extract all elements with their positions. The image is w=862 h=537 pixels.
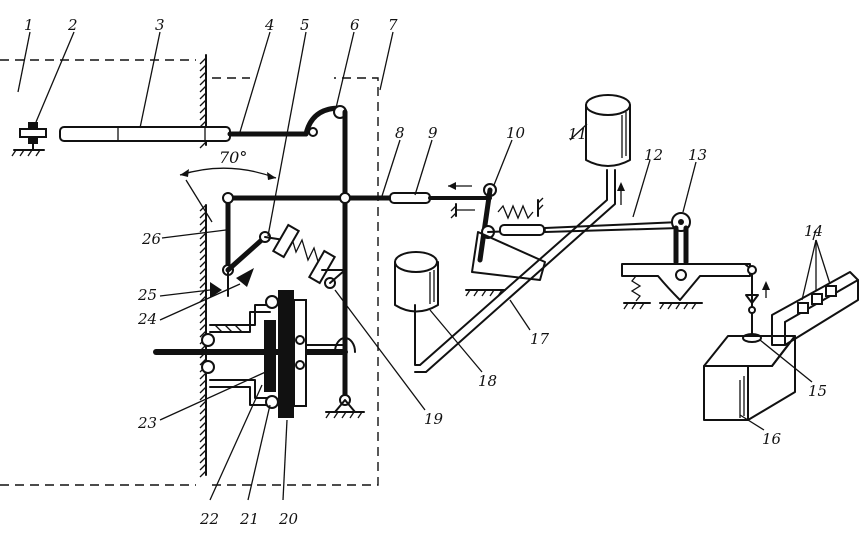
- callout-20: 20: [278, 510, 299, 528]
- wall-hatch-line: [199, 253, 207, 261]
- callout-25: 25: [137, 286, 157, 304]
- wall-hatch-line: [199, 239, 207, 247]
- wall-hatch-line: [199, 470, 207, 478]
- wall-hatch-line: [199, 323, 207, 331]
- wall-hatch-line: [199, 113, 207, 121]
- wall-hatch-line: [199, 92, 207, 100]
- wall-hatch-line: [199, 330, 207, 338]
- wall-hatch-line: [199, 246, 207, 254]
- bulkhead-wall: [199, 54, 207, 478]
- wall-hatch-line: [199, 211, 207, 219]
- wall-hatch-line: [199, 463, 207, 471]
- tank-11: [585, 94, 631, 167]
- wall-hatch-line: [199, 141, 207, 149]
- wall-hatch-line: [199, 456, 207, 464]
- callout-13: 13: [688, 146, 707, 164]
- callout-11: 11: [568, 125, 587, 143]
- wall-hatch-line: [199, 393, 207, 401]
- wall-hatch-line: [199, 316, 207, 324]
- wall-hatch-line: [199, 435, 207, 443]
- angle-indicator: 70°: [179, 148, 277, 223]
- callout-16: 16: [762, 430, 782, 448]
- callout-21: 21: [239, 510, 259, 528]
- tank-18: [394, 251, 439, 313]
- callout-3: 3: [155, 16, 165, 34]
- wall-hatch-line: [199, 267, 207, 275]
- callout-2: 2: [67, 16, 78, 34]
- wall-hatch-line: [199, 260, 207, 268]
- spring-5: [264, 223, 346, 289]
- callout-24: 24: [137, 310, 157, 328]
- valve-stem-15: [742, 273, 770, 343]
- wall-hatch-line: [199, 281, 207, 289]
- wall-hatch-line: [199, 421, 207, 429]
- wall-hatch-line: [199, 106, 207, 114]
- bell-crank-lever: [222, 192, 399, 297]
- box-14: [771, 239, 859, 346]
- box-16: [703, 335, 796, 421]
- callout-10: 10: [506, 124, 526, 142]
- callout-9: 9: [428, 124, 438, 142]
- actuator-cylinder: [59, 126, 309, 142]
- wall-hatch-line: [199, 386, 207, 394]
- wall-hatch-line: [199, 407, 207, 415]
- callout-17: 17: [530, 330, 550, 348]
- wall-hatch-line: [199, 302, 207, 310]
- pipeline-17: [414, 169, 625, 373]
- main-lever: [303, 105, 365, 419]
- wall-hatch-line: [199, 428, 207, 436]
- callout-6: 6: [350, 16, 360, 34]
- wall-hatch-line: [199, 57, 207, 65]
- wall-hatch-line: [199, 358, 207, 366]
- wall-hatch-line: [199, 309, 207, 317]
- leader-lines: [17, 31, 817, 501]
- dashed-boundaries: [0, 59, 379, 486]
- callout-8: 8: [395, 124, 405, 142]
- callout-18: 18: [478, 372, 497, 390]
- callout-15: 15: [808, 382, 827, 400]
- lever-platform: [621, 263, 757, 310]
- callout-12: 12: [644, 146, 663, 164]
- motion-arrows-left: [210, 268, 254, 298]
- angle-label: 70°: [219, 148, 247, 167]
- wall-hatch-line: [199, 78, 207, 86]
- wall-hatch-line: [199, 71, 207, 79]
- callout-labels: 1 2 3 4 5 6 7 8 9 10 11 12 13 14 15 16 1…: [24, 16, 827, 528]
- wall-hatch-line: [199, 449, 207, 457]
- wall-hatch-line: [199, 225, 207, 233]
- wall-hatch-line: [199, 379, 207, 387]
- clutch-assembly: [153, 290, 356, 418]
- callout-26: 26: [141, 230, 162, 248]
- wall-hatch-line: [199, 64, 207, 72]
- callout-19: 19: [424, 410, 444, 428]
- wall-hatch-line: [199, 85, 207, 93]
- callout-7: 7: [388, 16, 398, 34]
- rod-12: [544, 212, 691, 265]
- wall-hatch-line: [199, 372, 207, 380]
- left-anchor-mount: [11, 122, 47, 157]
- wall-hatch-line: [199, 442, 207, 450]
- callout-4: 4: [264, 16, 275, 34]
- wall-hatch-line: [199, 218, 207, 226]
- wall-hatch-line: [199, 414, 207, 422]
- callout-23: 23: [137, 414, 157, 432]
- wall-hatch-line: [199, 99, 207, 107]
- wall-hatch-line: [199, 400, 207, 408]
- wall-hatch-line: [199, 232, 207, 240]
- callout-5: 5: [300, 16, 310, 34]
- wall-hatch-line: [199, 274, 207, 282]
- callout-22: 22: [199, 510, 219, 528]
- callout-1: 1: [24, 16, 34, 34]
- middle-linkage: [389, 182, 546, 297]
- callout-14: 14: [804, 222, 823, 240]
